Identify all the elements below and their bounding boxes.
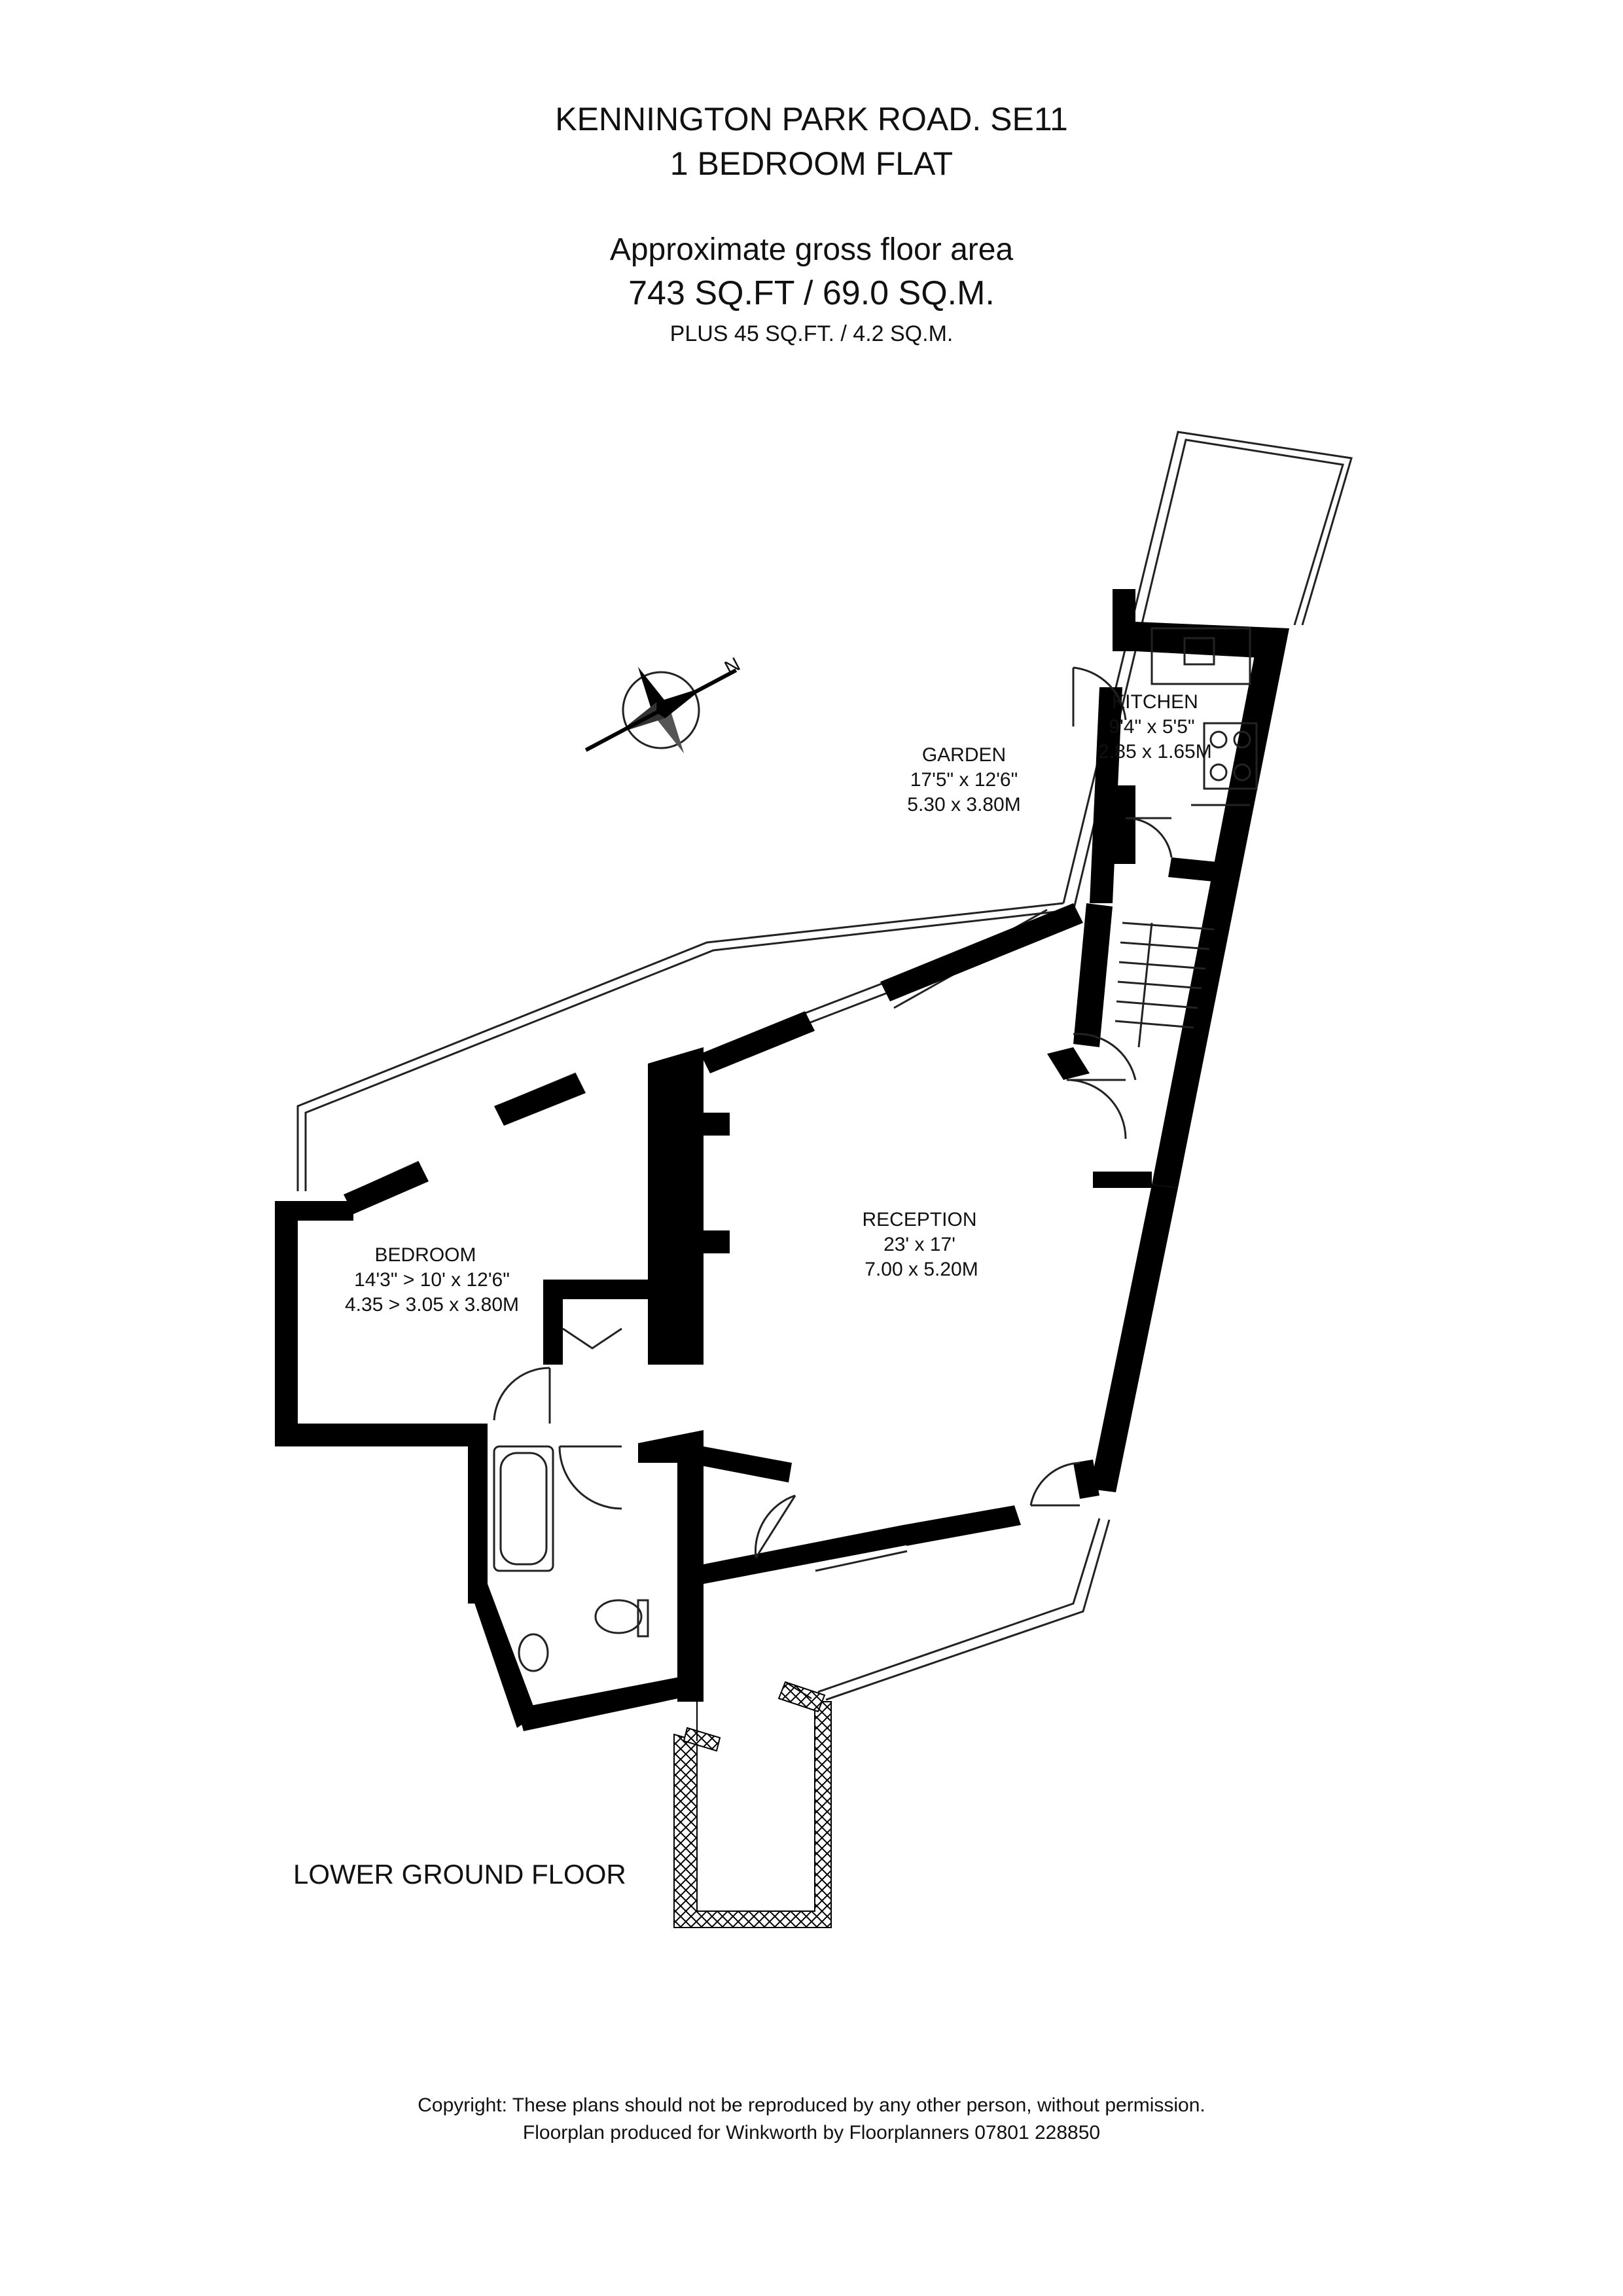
area-caption: Approximate gross floor area (609, 232, 1014, 267)
room-label-garden: GARDEN 17'5" x 12'6" 5.30 x 3.80M (907, 744, 1020, 816)
floor-label: LOWER GROUND FLOOR (293, 1859, 626, 1890)
walls (275, 589, 1289, 1731)
garden-name: GARDEN (922, 744, 1006, 766)
area-main: 743 SQ.FT / 69.0 SQ.M. (628, 274, 995, 312)
producer-credit: Floorplan produced for Winkworth by Floo… (522, 2122, 1101, 2144)
copyright-notice: Copyright: These plans should not be rep… (418, 2094, 1205, 2116)
room-label-bedroom: BEDROOM 14'3" > 10' x 12'6" 4.35 > 3.05 … (345, 1244, 519, 1316)
staircase (1115, 922, 1215, 1048)
reception-imperial: 23' x 17' (883, 1234, 955, 1255)
reception-metric: 7.00 x 5.20M (865, 1259, 978, 1280)
property-type: 1 BEDROOM FLAT (669, 145, 954, 182)
bathroom-fittings (493, 1445, 649, 1672)
kitchen-imperial: 9'4" x 5'5" (1109, 716, 1194, 738)
bedroom-metric: 4.35 > 3.05 x 3.80M (345, 1294, 519, 1316)
room-label-kitchen: KITCHEN 9'4" x 5'5" 2.85 x 1.65M (1098, 691, 1211, 762)
kitchen-name: KITCHEN (1112, 691, 1198, 713)
kitchen-metric: 2.85 x 1.65M (1098, 741, 1211, 762)
address-title: KENNINGTON PARK ROAD. SE11 (555, 101, 1068, 137)
garden-outline (296, 431, 1353, 1701)
garden-imperial: 17'5" x 12'6" (910, 769, 1018, 791)
room-label-reception: RECEPTION 23' x 17' 7.00 x 5.20M (862, 1209, 978, 1280)
bedroom-imperial: 14'3" > 10' x 12'6" (354, 1269, 510, 1291)
compass-icon (584, 666, 738, 754)
doors (493, 666, 1173, 1558)
reception-name: RECEPTION (862, 1209, 976, 1230)
garden-metric: 5.30 x 3.80M (907, 794, 1020, 816)
bedroom-name: BEDROOM (374, 1244, 476, 1266)
light-well (673, 1681, 832, 1928)
kitchen-fittings (1150, 627, 1258, 806)
area-extra: PLUS 45 SQ.FT. / 4.2 SQ.M. (669, 321, 954, 346)
